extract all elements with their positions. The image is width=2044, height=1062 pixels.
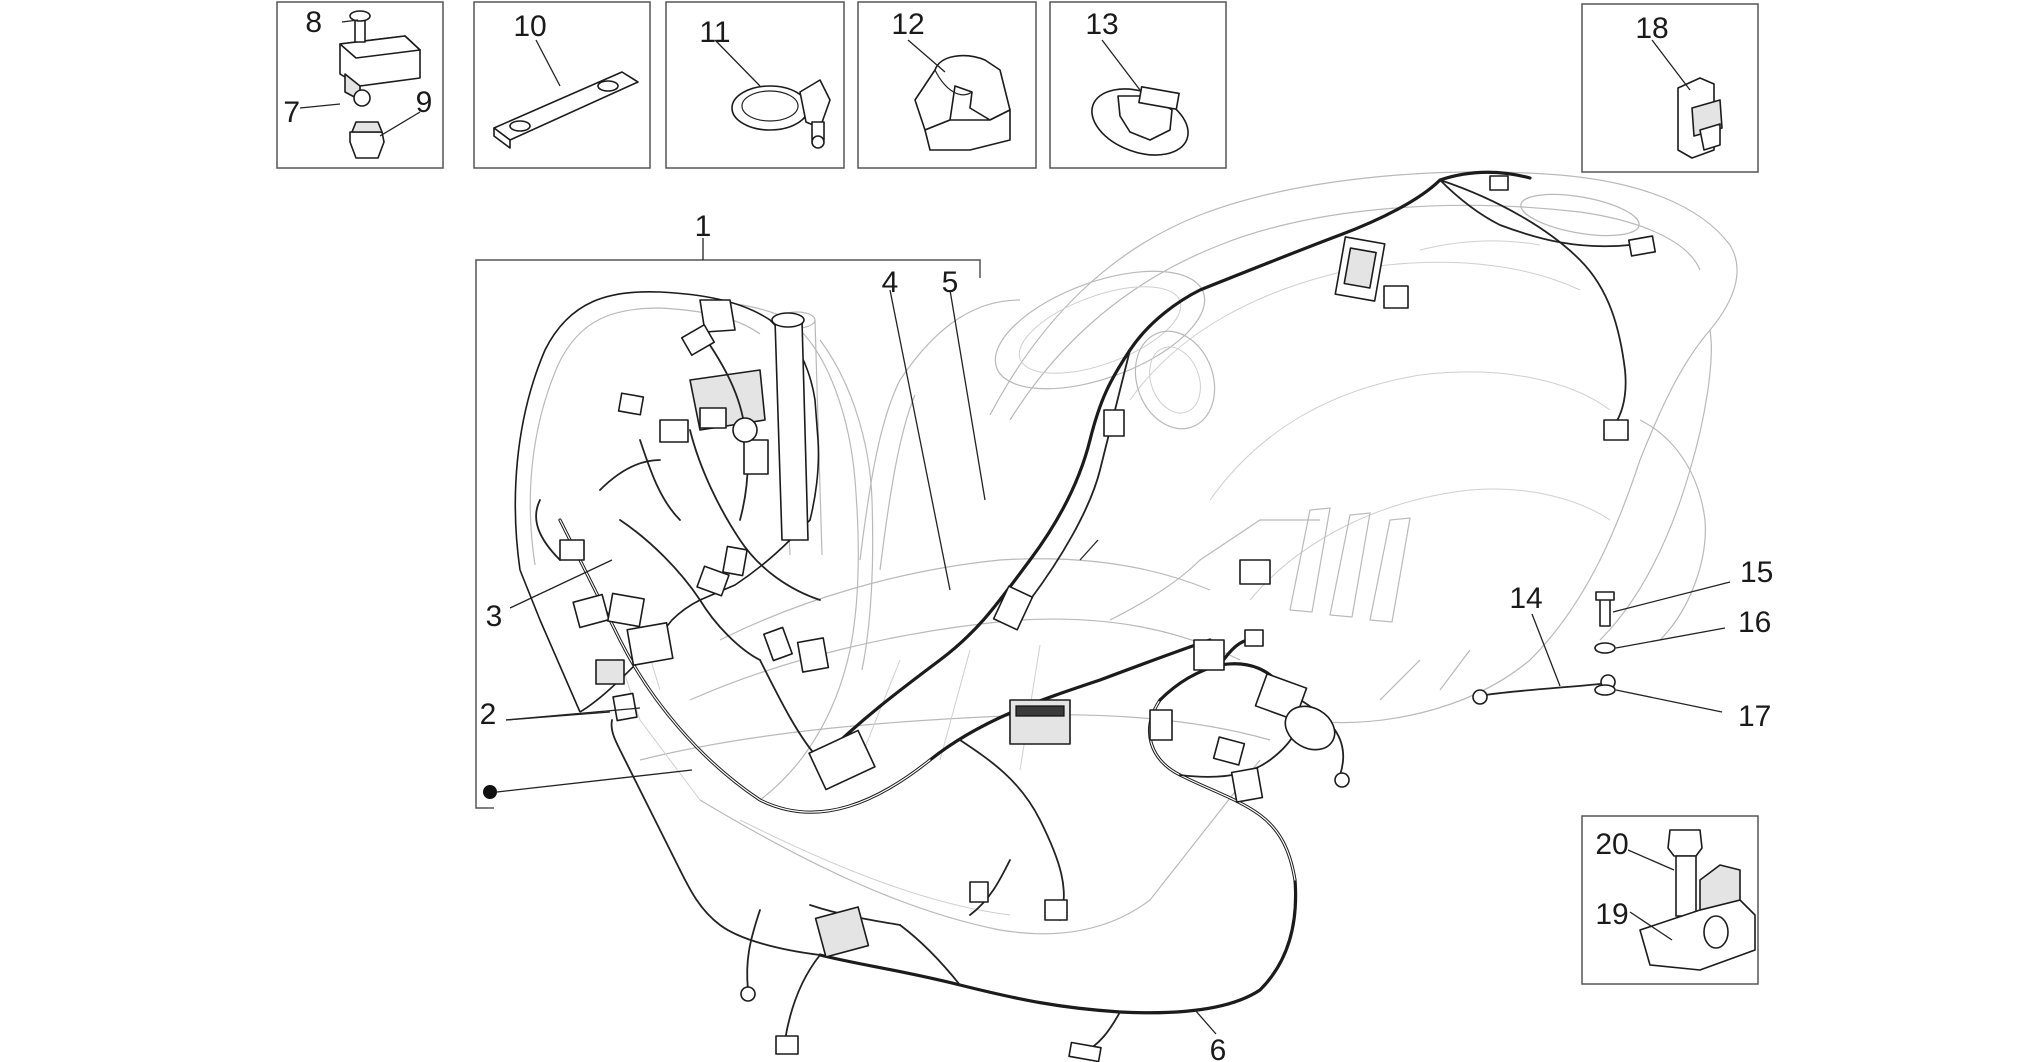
engine-wiring-harness — [610, 629, 1350, 1062]
callout-11: 11 — [699, 16, 730, 49]
harness-connectors — [559, 175, 1657, 921]
bullet-dot — [483, 785, 497, 799]
callout-12: 12 — [891, 8, 924, 41]
leader-lines — [299, 19, 1731, 1035]
callout-1: 1 — [695, 210, 712, 243]
inset-box-18 — [1581, 3, 1759, 173]
callout-18: 18 — [1635, 12, 1668, 45]
inset-box-13 — [1049, 1, 1227, 169]
item-1-bracket — [475, 259, 981, 809]
callout-13: 13 — [1085, 8, 1118, 41]
inset-box-7-8-9 — [276, 1, 444, 169]
callout-2: 2 — [480, 698, 497, 731]
callout-15: 15 — [1740, 556, 1773, 589]
callout-5: 5 — [942, 266, 959, 299]
inset-box-11 — [665, 1, 845, 169]
callout-9: 9 — [416, 86, 433, 119]
callout-20: 20 — [1595, 828, 1628, 861]
callout-10: 10 — [513, 10, 546, 43]
callout-6: 6 — [1210, 1034, 1227, 1062]
callout-16: 16 — [1738, 606, 1771, 639]
callout-7: 7 — [283, 96, 300, 129]
callout-labels: 8 7 9 10 11 12 13 18 1 4 5 3 2 6 14 15 1… — [283, 6, 1773, 1062]
callout-8: 8 — [305, 6, 322, 39]
washer-16 — [1594, 642, 1616, 654]
inset-box-12 — [857, 1, 1037, 169]
callout-17: 17 — [1738, 700, 1771, 733]
callout-3: 3 — [486, 600, 503, 633]
inset-box-19-20 — [1581, 815, 1759, 985]
callout-19: 19 — [1595, 898, 1628, 931]
inset-box-10 — [473, 1, 651, 169]
ground-cable-assembly — [1472, 591, 1616, 705]
callout-4: 4 — [882, 266, 899, 299]
washer-17 — [1594, 684, 1616, 696]
callout-14: 14 — [1509, 582, 1542, 615]
